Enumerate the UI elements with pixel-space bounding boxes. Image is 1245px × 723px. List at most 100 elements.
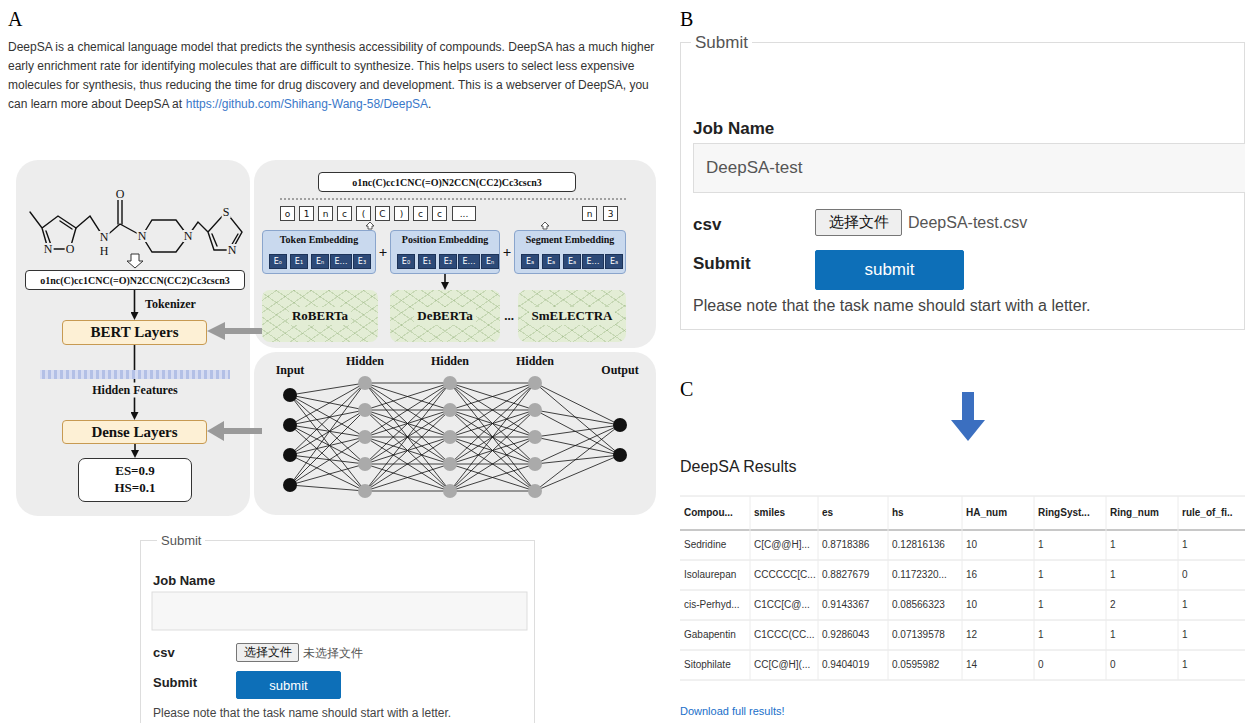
table-cell: 1 bbox=[1182, 539, 1188, 550]
atom-symbol: N bbox=[137, 230, 148, 242]
table-header: es bbox=[822, 507, 833, 518]
layer-label: Hidden bbox=[516, 354, 554, 369]
embedding-box: Token EmbeddingEₒE₁EₙE…E₃ bbox=[262, 230, 376, 274]
submit-form: SubmitJob NamecsvDeepSA-test.csvSubmitPl… bbox=[680, 42, 1245, 330]
table-cell: 1 bbox=[1110, 569, 1116, 580]
submit-button: submit bbox=[815, 250, 964, 290]
table-cell: 0.9286043 bbox=[822, 629, 869, 640]
network-link bbox=[365, 383, 450, 491]
network-link bbox=[450, 437, 535, 491]
table-cell: Isolaurepan bbox=[684, 569, 736, 580]
table-cell: 10 bbox=[966, 539, 977, 550]
panel-letter: A bbox=[8, 8, 22, 31]
link-text: https://github.com/Shihang-Wang-58/DeepS… bbox=[186, 97, 428, 111]
table-rule bbox=[750, 496, 751, 680]
model-box: RoBERTa bbox=[262, 290, 378, 342]
molecule-structure bbox=[46, 221, 72, 245]
node-text: c bbox=[342, 209, 347, 219]
node-text: Dense Layers bbox=[91, 424, 177, 441]
panel-background bbox=[16, 160, 656, 516]
node-text: Eₐ bbox=[568, 257, 576, 266]
network-link bbox=[450, 383, 535, 464]
network-link bbox=[450, 464, 535, 491]
table-cell: cis-Perhyd... bbox=[684, 599, 740, 610]
network-link bbox=[535, 425, 620, 491]
table-header: Ring_num bbox=[1110, 507, 1159, 518]
network-link bbox=[450, 383, 535, 410]
node-text: 选择文件 bbox=[829, 213, 889, 232]
node-text: 1 bbox=[304, 209, 310, 219]
intro-paragraph: DeepSA is a chemical language model that… bbox=[8, 38, 656, 114]
atom-symbol: N bbox=[99, 231, 110, 243]
table-cell: 10 bbox=[966, 599, 977, 610]
node-text: E₁ bbox=[423, 257, 431, 266]
atom-symbol: S bbox=[222, 206, 231, 218]
table-header: rule_of_fi.. bbox=[1182, 507, 1233, 518]
network-link bbox=[290, 464, 365, 485]
node-text: 3 bbox=[608, 209, 614, 219]
table-cell: 0.12816136 bbox=[892, 539, 945, 550]
grey-arrow bbox=[207, 421, 262, 441]
node-text: E… bbox=[334, 257, 347, 266]
network-link bbox=[450, 383, 535, 491]
embedding-vector: Eₙ bbox=[481, 254, 499, 269]
table-cell: 0.08566323 bbox=[892, 599, 945, 610]
node-text: Eₐ bbox=[526, 257, 534, 266]
table-cell: 0.07139578 bbox=[892, 629, 945, 640]
network-link bbox=[290, 410, 365, 485]
table-cell: CC[C@H](... bbox=[754, 659, 810, 670]
table-rule bbox=[1106, 496, 1107, 680]
table-cell: 0 bbox=[1182, 569, 1188, 580]
token-box: c bbox=[337, 206, 352, 221]
node-text: HS=0.1 bbox=[115, 480, 156, 497]
node-text: SmELECTRA bbox=[529, 307, 616, 325]
node-text: E₂ bbox=[444, 257, 452, 266]
panel-letter: C bbox=[680, 378, 693, 401]
panel-letter: B bbox=[680, 8, 693, 31]
atom-symbol: O bbox=[115, 188, 126, 200]
node-text: E₃ bbox=[358, 257, 366, 266]
network-link bbox=[365, 464, 450, 491]
neural-network bbox=[283, 376, 627, 498]
input-field bbox=[152, 592, 527, 630]
token-box: 3 bbox=[603, 206, 618, 221]
form-text: Please note that the task name should st… bbox=[153, 706, 451, 720]
neuron bbox=[358, 457, 372, 471]
flow-arrow bbox=[366, 222, 374, 229]
flow-arrow bbox=[134, 444, 136, 452]
network-link bbox=[365, 383, 450, 437]
network-link bbox=[290, 455, 365, 464]
embedding-vector: E… bbox=[330, 254, 352, 269]
plus-sign: + bbox=[503, 244, 512, 261]
neuron bbox=[283, 448, 297, 462]
table-header: hs bbox=[892, 507, 904, 518]
edge-label: Tokenizer bbox=[143, 297, 198, 312]
submit-button: submit bbox=[236, 671, 341, 699]
neuron bbox=[528, 403, 542, 417]
node-text: c bbox=[437, 209, 442, 219]
network-link bbox=[535, 437, 620, 455]
network-link bbox=[290, 395, 365, 464]
table-cell: C1CCC(CC... bbox=[754, 629, 815, 640]
network-link bbox=[450, 410, 535, 491]
table-cell: C[C@@H]... bbox=[754, 539, 810, 550]
network-link bbox=[450, 383, 535, 491]
embedding-box: Segment EmbeddingEₐEₐEₐE…Eₐ bbox=[514, 230, 626, 274]
node-text: C bbox=[379, 209, 385, 219]
table-cell: 0.8718386 bbox=[822, 539, 869, 550]
model-box: SmELECTRA bbox=[518, 290, 626, 342]
form-text: Job Name bbox=[153, 573, 215, 588]
node-text: Eₙ bbox=[316, 257, 324, 266]
embedding-vector: Eₒ bbox=[269, 254, 287, 269]
plus-sign: + bbox=[379, 244, 388, 261]
network-link bbox=[290, 395, 365, 410]
paragraph-text: . bbox=[428, 97, 431, 111]
network-link bbox=[450, 464, 535, 491]
node-text: Eₐ bbox=[610, 257, 618, 266]
neuron bbox=[528, 430, 542, 444]
node-text: DeepSA-test bbox=[706, 158, 802, 178]
embedding-vector: E₁ bbox=[418, 254, 436, 269]
node-text: submit bbox=[269, 678, 307, 693]
flow-arrow bbox=[541, 222, 549, 229]
node-text: n bbox=[323, 209, 329, 219]
